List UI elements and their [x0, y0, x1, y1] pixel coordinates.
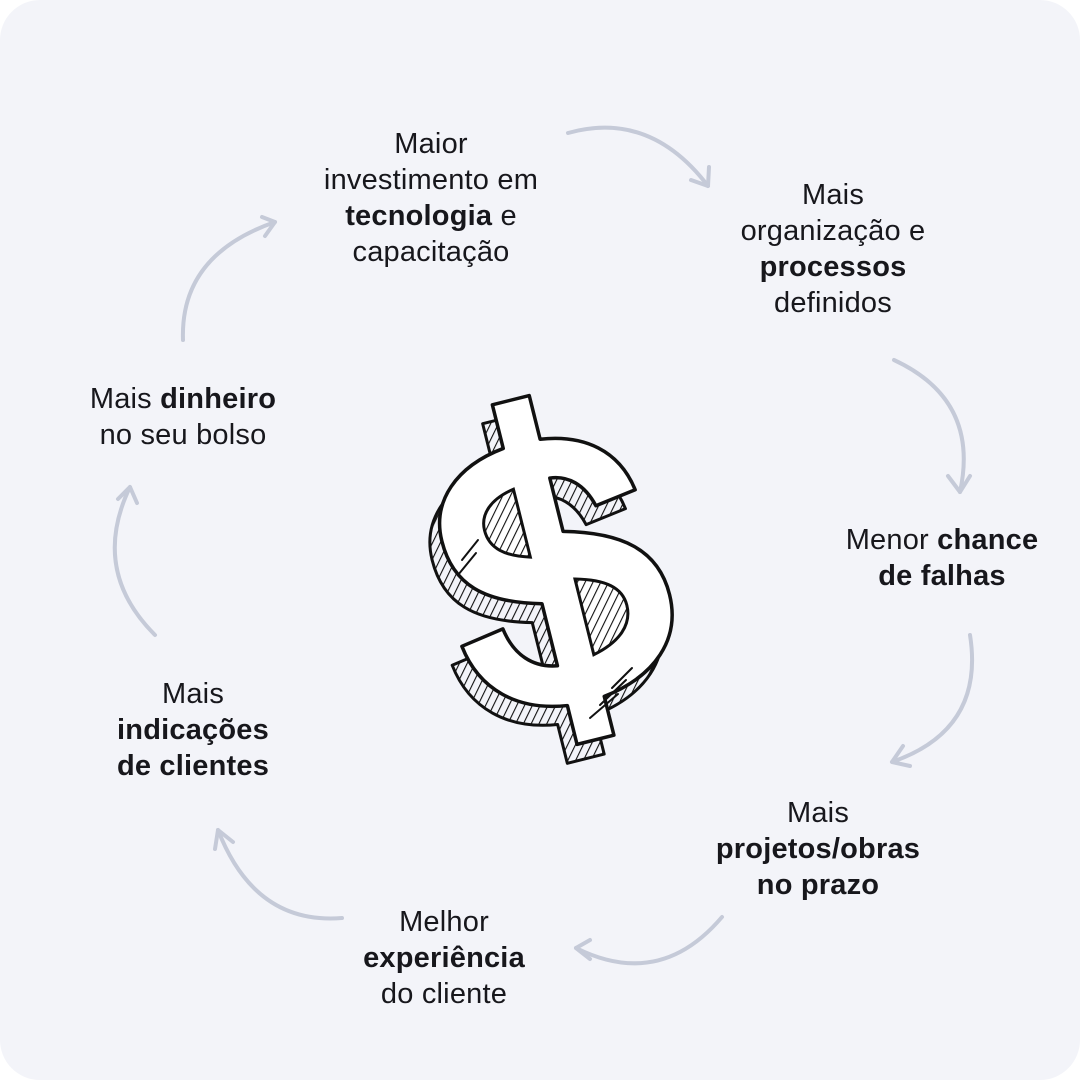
node-line: Menor chance [812, 522, 1072, 558]
node-mais-indicacoes: Mais indicações de clientes [78, 676, 308, 784]
node-bold: projetos/obras [715, 833, 921, 865]
node-text: e [492, 200, 517, 232]
node-line: definidos [774, 287, 892, 319]
arrow-indicacoes-to-dinheiro [112, 485, 157, 637]
node-text: Mais [89, 383, 161, 415]
node-line: de clientes [78, 748, 308, 784]
node-line: processos [683, 249, 983, 285]
node-line: organização e [740, 215, 926, 247]
node-line: capacitação [352, 236, 510, 268]
node-line: experiência [314, 940, 574, 976]
node-line: Mais [161, 678, 225, 710]
node-line: Mais [801, 179, 865, 211]
arrow-experiencia-to-indicacoes [213, 828, 344, 921]
node-bold: experiência [363, 942, 525, 974]
arrow-tech-to-org [566, 125, 711, 188]
node-maior-investimento: Maior investimento em tecnologia e capac… [271, 126, 591, 270]
node-bold: dinheiro [160, 383, 277, 415]
node-bold: processos [759, 251, 907, 283]
node-line: do cliente [380, 978, 508, 1010]
node-line: de falhas [812, 558, 1072, 594]
node-bold: de clientes [116, 750, 270, 782]
node-bold: no prazo [756, 869, 880, 901]
node-line: Melhor [399, 906, 489, 938]
node-bold: tecnologia [345, 200, 493, 232]
node-line: no prazo [683, 867, 953, 903]
arrow-org-to-falhas [892, 358, 972, 494]
node-line: no seu bolso [99, 419, 267, 451]
node-line: Mais [786, 797, 850, 829]
node-mais-dinheiro: Mais dinheiro no seu bolso [58, 381, 308, 453]
node-line: Mais dinheiro [58, 381, 308, 417]
arrow-prazo-to-experiencia [574, 915, 724, 966]
node-mais-projetos: Mais projetos/obras no prazo [683, 795, 953, 903]
node-menor-chance-falhas: Menor chance de falhas [812, 522, 1072, 594]
node-bold: de falhas [878, 560, 1006, 592]
arrow-falhas-to-prazo [890, 633, 975, 768]
node-line: indicações [78, 712, 308, 748]
node-line: investimento em [323, 164, 539, 196]
node-line: tecnologia e [271, 198, 591, 234]
node-bold: indicações [117, 714, 269, 746]
node-line: Maior [394, 128, 468, 160]
node-melhor-experiencia: Melhor experiência do cliente [314, 904, 574, 1012]
node-line: projetos/obras [683, 831, 953, 867]
node-mais-organizacao: Mais organização e processos definidos [683, 177, 983, 321]
node-bold: chance [937, 524, 1039, 556]
arrow-dinheiro-to-tech [180, 215, 277, 342]
node-text: Menor [845, 524, 938, 556]
